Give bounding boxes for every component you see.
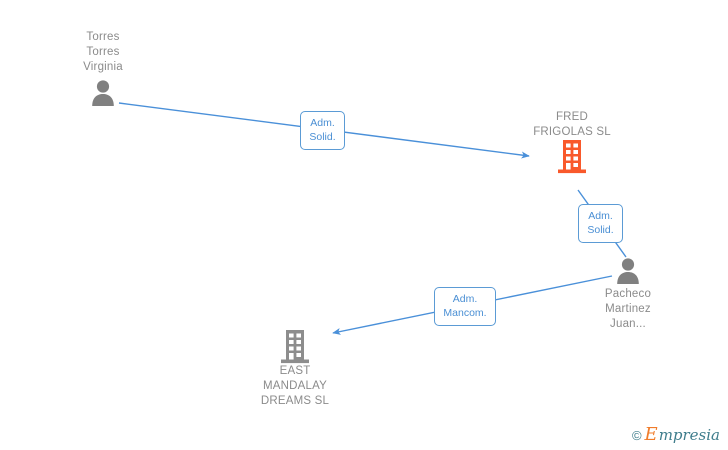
person-icon-torres-wrap [33, 75, 173, 109]
edge-label-pacheco-to-fred[interactable]: Adm. Solid. [578, 204, 623, 243]
node-label-pacheco: Pacheco Martinez Juan... [604, 288, 652, 330]
empresia-watermark: © E mpresia [632, 426, 720, 444]
node-person-torres[interactable]: Torres Torres Virginia [33, 30, 173, 109]
person-icon [92, 80, 114, 106]
brand-initial: E [644, 424, 658, 445]
building-icon-east-mandalay-wrap [225, 330, 365, 364]
node-label-east-mandalay: EAST MANDALAY DREAMS SL [260, 365, 330, 407]
edge-label-pacheco-to-east-mandalay[interactable]: Adm. Mancom. [434, 287, 496, 326]
node-label-torres: Torres Torres Virginia [83, 31, 123, 73]
node-label-fred-frigolas: FRED FRIGOLAS SL [533, 111, 611, 138]
brand-name: mpresia [658, 425, 720, 444]
node-company-east-mandalay[interactable]: EAST MANDALAY DREAMS SL [225, 330, 365, 409]
person-icon-pacheco-wrap [558, 253, 698, 287]
building-icon-fred-wrap [502, 140, 642, 174]
edge-label-torres-to-fred[interactable]: Adm. Solid. [300, 111, 345, 150]
copyright-icon: © [631, 427, 642, 443]
node-company-fred-frigolas[interactable]: FRED FRIGOLAS SL [502, 110, 642, 174]
person-icon [617, 258, 639, 284]
building-icon [281, 330, 309, 364]
node-person-pacheco[interactable]: Pacheco Martinez Juan... [558, 253, 698, 332]
building-icon [558, 140, 586, 174]
